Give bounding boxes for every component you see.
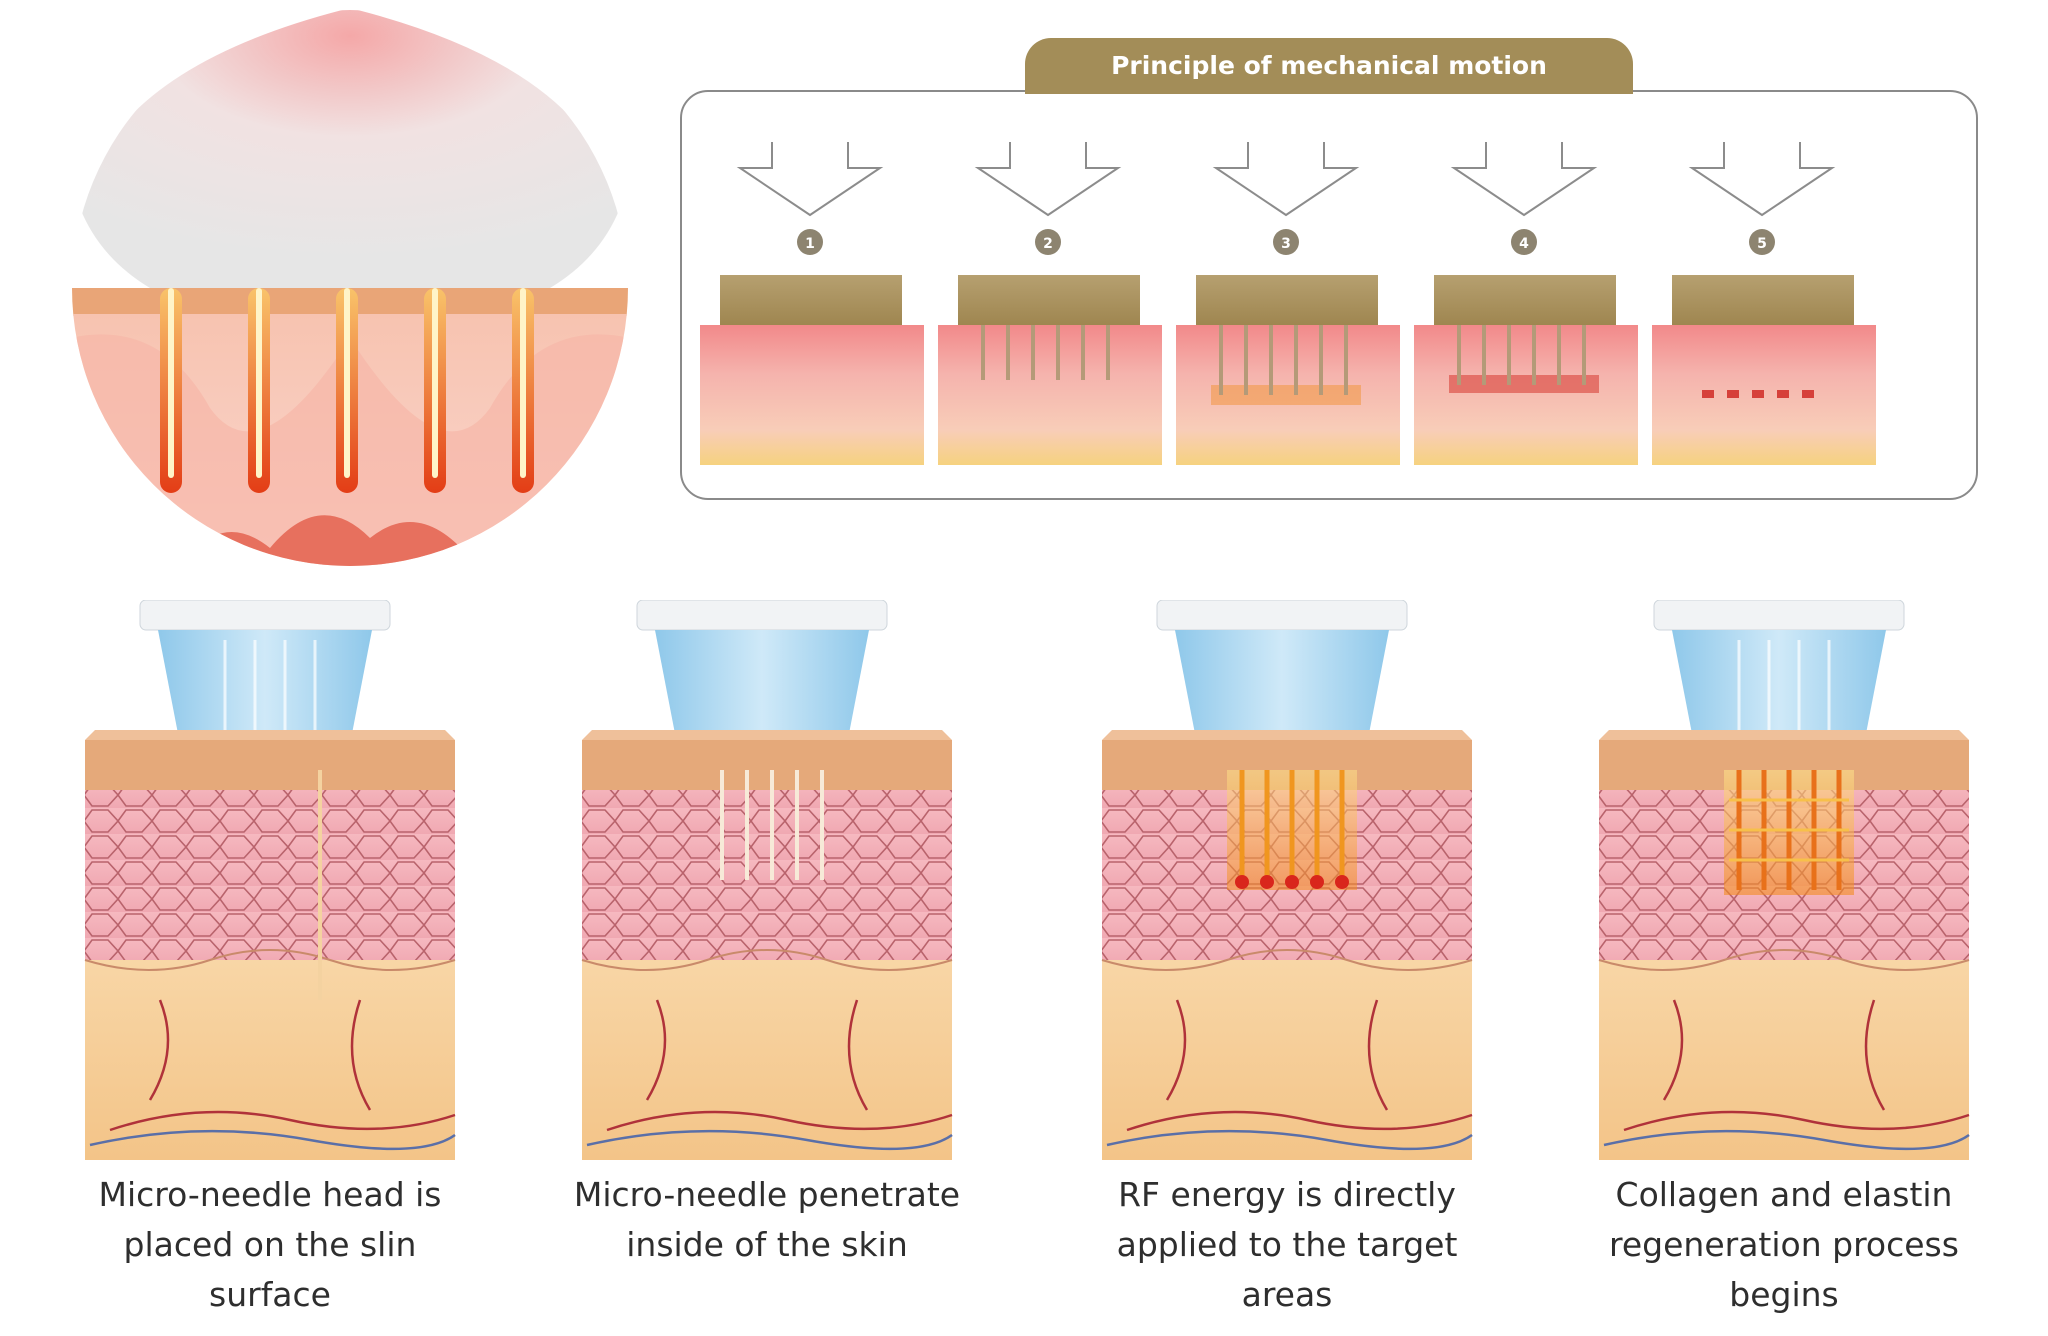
- motion-step-1: 1: [700, 142, 924, 465]
- stage-caption: Collagen and elastin regeneration proces…: [1609, 1175, 1959, 1314]
- stage-collagen-regeneration: Collagen and elastin regeneration proces…: [1564, 600, 2004, 1320]
- stage-needle-penetrate: Micro-needle penetrate inside of the ski…: [547, 600, 987, 1320]
- stage-caption: RF energy is directly applied to the tar…: [1116, 1175, 1458, 1314]
- motion-steps-illustration: 1 2 3 4: [700, 142, 1876, 465]
- stage-caption: Micro-needle head is placed on the slin …: [98, 1175, 442, 1314]
- motion-panel-title: Principle of mechanical motion: [1025, 38, 1633, 94]
- motion-step-2: 2: [938, 142, 1162, 465]
- motion-step-number: 2: [1043, 236, 1053, 252]
- motion-step-number: 1: [805, 236, 815, 252]
- motion-step-4: 4: [1414, 142, 1638, 465]
- motion-step-number: 4: [1519, 236, 1529, 252]
- motion-step-number: 3: [1281, 236, 1291, 252]
- stage-caption: Micro-needle penetrate inside of the ski…: [573, 1175, 961, 1264]
- motion-step-number: 5: [1757, 236, 1767, 252]
- needle-closeup-illustration: [70, 8, 630, 568]
- stage-rf-energy: RF energy is directly applied to the tar…: [1067, 600, 1507, 1320]
- motion-step-5: 5: [1652, 142, 1876, 465]
- stage-needle-placed: Micro-needle head is placed on the slin …: [50, 600, 490, 1320]
- motion-step-3: 3: [1176, 142, 1400, 465]
